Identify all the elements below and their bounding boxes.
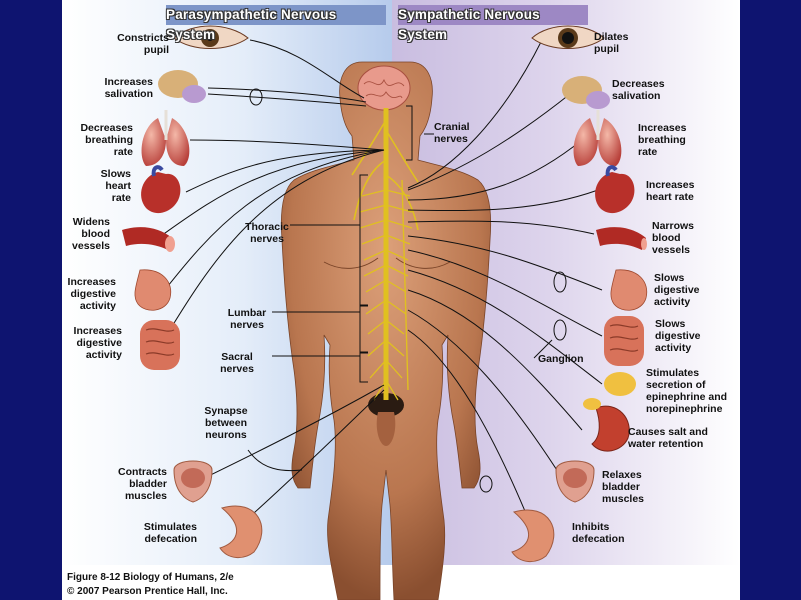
thoracic-bracket xyxy=(359,174,368,306)
brain-folds xyxy=(363,78,405,99)
label-ganglion: Ganglion xyxy=(538,353,584,365)
stomach-right-illustration xyxy=(610,269,648,311)
lungs-right-illustration xyxy=(573,110,622,166)
line-salivation xyxy=(207,87,367,103)
line-digestive-2 xyxy=(159,149,385,347)
line-slows-digestive-2 xyxy=(407,249,603,337)
blood-vessel-left-illustration xyxy=(122,227,175,252)
kidney-illustration xyxy=(583,398,630,452)
chest-contour-right xyxy=(395,257,451,269)
diagram-frame: Parasympathetic Nervous System Sympathet… xyxy=(62,0,740,600)
parasympathetic-organs xyxy=(122,25,263,558)
parasympathetic-leader-lines xyxy=(157,39,385,523)
eye-left-illustration xyxy=(173,25,249,49)
stomach-left-illustration xyxy=(134,269,172,311)
bladder-right-illustration xyxy=(555,460,595,503)
line-heart xyxy=(185,149,385,193)
salivary-gland-left-illustration xyxy=(158,70,206,103)
line-adrenal xyxy=(407,269,603,385)
heart-right-illustration xyxy=(595,165,635,214)
line-breathing xyxy=(189,139,385,151)
adrenal-gland-illustration xyxy=(604,372,636,396)
sympathetic-chain xyxy=(401,179,409,391)
line-dilates-pupil xyxy=(407,39,543,189)
line-bladder xyxy=(191,384,385,485)
line-kidney xyxy=(407,289,583,431)
intestine-right-illustration xyxy=(604,316,644,366)
cranial-bracket xyxy=(406,105,413,161)
line-defecation xyxy=(243,389,385,523)
line-relaxes-bladder xyxy=(407,309,563,479)
ganglion-loop-lower xyxy=(553,319,567,341)
line-decreases-salivation xyxy=(407,93,571,191)
ganglion-loop-upper xyxy=(553,271,567,293)
line-constricts-pupil xyxy=(249,39,365,99)
line-synapse xyxy=(247,449,303,472)
rectum-right-illustration xyxy=(511,509,555,562)
brain xyxy=(357,65,411,111)
spinal-nerve-branches xyxy=(359,189,413,401)
line-digestive-1 xyxy=(159,149,385,297)
line-ganglion xyxy=(533,339,553,359)
sympathetic-organs xyxy=(511,25,648,562)
line-increases-heart xyxy=(407,189,599,212)
bladder-left-illustration xyxy=(173,460,213,503)
nervous-system xyxy=(351,108,419,401)
line-narrows-vessels xyxy=(407,220,595,235)
figure-caption: Figure 8-12 Biology of Humans, 2/e xyxy=(67,572,234,583)
heart-left-illustration xyxy=(141,165,181,214)
genitals xyxy=(376,412,396,446)
line-increases-breathing xyxy=(407,139,583,201)
line-vessels xyxy=(157,149,385,239)
salivary-gland-right-illustration xyxy=(562,76,610,109)
sacral-bracket xyxy=(359,352,368,383)
line-inhibits-defecation xyxy=(407,329,533,529)
lungs-left-illustration xyxy=(141,110,190,166)
ganglion-loop-salivation xyxy=(249,88,263,106)
copyright-notice: © 2007 Pearson Prentice Hall, Inc. xyxy=(67,586,228,597)
line-salivation-2 xyxy=(207,93,367,107)
diagram-artwork xyxy=(122,25,648,600)
blood-vessel-right-illustration xyxy=(596,227,647,250)
rectum-left-illustration xyxy=(219,505,263,558)
parasympathetic-title: Parasympathetic Nervous System xyxy=(166,5,386,42)
nerve-brackets xyxy=(359,105,413,383)
line-slows-digestive-1 xyxy=(407,235,603,291)
eye-right-illustration xyxy=(531,25,605,49)
ganglion-loop-bladder xyxy=(479,475,493,493)
sympathetic-leader-lines xyxy=(407,39,603,529)
chest-contour-left xyxy=(323,257,379,269)
sympathetic-title: Sympathetic Nervous System xyxy=(398,5,588,42)
pubic-hair xyxy=(368,393,404,417)
lumbar-bracket xyxy=(359,305,368,353)
cranial-nerve-branches xyxy=(351,119,419,231)
intestine-left-illustration xyxy=(140,320,180,370)
